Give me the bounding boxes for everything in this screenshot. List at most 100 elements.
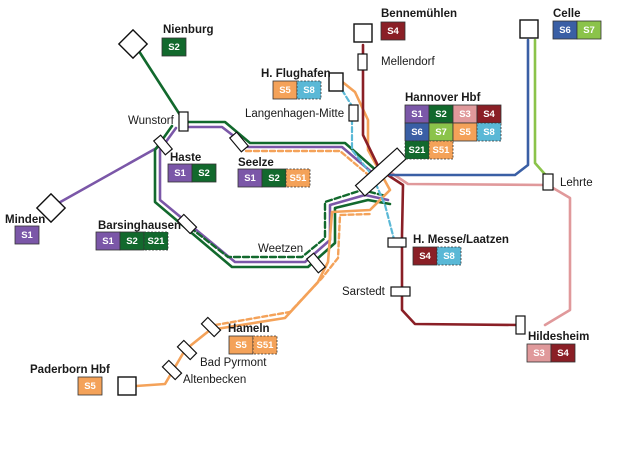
badge-hannover_hbf-s3: S3	[452, 104, 478, 124]
badge-box	[252, 335, 278, 355]
line-s2-nienburg	[133, 43, 184, 120]
badge-label: S8	[483, 127, 495, 138]
badge-label: S1	[21, 230, 33, 241]
badge-hannover_hbf-s2: S2	[428, 104, 454, 124]
line-s6	[388, 38, 530, 177]
badge-label: S51	[433, 145, 451, 156]
badge-barsinghausen-s2: S2	[119, 231, 145, 251]
badge-label: S51	[257, 340, 275, 351]
stop-lehrte	[542, 173, 554, 191]
badge-label: S51	[290, 173, 308, 184]
stop-hildesheim	[515, 315, 526, 335]
badge-label: S4	[419, 251, 431, 262]
badge-label: S8	[303, 85, 315, 96]
badge-flughafen-s5: S5	[272, 80, 298, 100]
terminal-paderborn	[117, 376, 137, 396]
badge-label: S4	[557, 348, 569, 359]
badge-label: S6	[411, 127, 423, 138]
label-flughafen: H. Flughafen	[261, 68, 331, 80]
label-altenbecken: Altenbecken	[183, 374, 246, 386]
badge-hannover_hbf-s21: S21	[404, 140, 430, 160]
badge-barsinghausen-s1: S1	[95, 231, 121, 251]
terminal-markers	[35, 19, 539, 396]
label-sarstedt: Sarstedt	[342, 286, 386, 298]
label-langenhagen: Langenhagen-Mitte	[245, 108, 344, 120]
badge-box	[296, 80, 322, 100]
badge-label: S1	[174, 168, 186, 179]
station-labels: Nienburg Bennemühlen Celle Mellendorf H.…	[5, 8, 593, 386]
badge-label: S4	[387, 26, 399, 37]
badge-celle-s7: S7	[576, 20, 602, 40]
line-s8	[340, 88, 397, 245]
label-bad-pyrmont: Bad Pyrmont	[200, 357, 267, 369]
stop-sarstedt	[390, 286, 411, 297]
label-celle: Celle	[553, 8, 581, 20]
badge-box	[161, 37, 187, 57]
badge-label: S2	[198, 168, 210, 179]
badge-label: S2	[168, 42, 180, 53]
label-minden: Minden	[5, 214, 45, 226]
badge-hildesheim-s3: S3	[526, 343, 552, 363]
label-haste: Haste	[170, 152, 201, 164]
stop-altenbecken	[161, 359, 183, 381]
badge-hannover_hbf-s8: S8	[476, 122, 502, 142]
label-messe: H. Messe/Laatzen	[413, 234, 509, 246]
stop-seelze	[228, 131, 250, 153]
line-s51-wunstorf-hbf	[244, 149, 374, 180]
terminal-bennemuehlen	[353, 23, 373, 43]
badge-hildesheim-s4: S4	[550, 343, 576, 363]
badge-barsinghausen-s21: S21	[143, 231, 169, 251]
badge-celle-s6: S6	[552, 20, 578, 40]
badge-label: S8	[443, 251, 455, 262]
badge-messe-s8: S8	[436, 246, 462, 266]
label-hannover-hbf: Hannover Hbf	[405, 92, 481, 104]
line-s4	[361, 43, 522, 327]
badge-hannover_hbf-s6: S6	[404, 122, 430, 142]
badge-box	[436, 246, 462, 266]
badge-label: S1	[411, 109, 423, 120]
badge-label: S7	[583, 25, 595, 36]
badge-flughafen-s8: S8	[296, 80, 322, 100]
badge-label: S21	[148, 236, 166, 247]
stop-haste	[152, 134, 174, 156]
stop-bad-pyrmont	[176, 339, 198, 361]
badge-hannover_hbf-s4: S4	[476, 104, 502, 124]
label-lehrte: Lehrte	[560, 177, 593, 189]
line-s1-wunstorf-hbf	[183, 125, 377, 177]
badge-label: S5	[459, 127, 471, 138]
label-barsinghausen: Barsinghausen	[98, 220, 181, 232]
badge-messe-s4: S4	[412, 246, 438, 266]
badge-hannover_hbf-s5: S5	[452, 122, 478, 142]
stop-hbf	[354, 147, 408, 197]
badge-hannover_hbf-s1: S1	[404, 104, 430, 124]
stop-mellendorf	[357, 53, 368, 71]
label-seelze: Seelze	[238, 157, 274, 169]
terminal-flughafen	[328, 72, 344, 92]
badge-label: S3	[533, 348, 545, 359]
badge-label: S2	[435, 109, 447, 120]
badge-seelze-s2: S2	[261, 168, 287, 188]
route-lines	[53, 38, 572, 388]
badge-box	[191, 163, 217, 183]
label-paderborn: Paderborn Hbf	[30, 364, 110, 376]
badge-minden-s1: S1	[14, 225, 40, 245]
badge-nienburg-s2: S2	[161, 37, 187, 57]
badge-label: S21	[409, 145, 427, 156]
badge-label: S5	[235, 340, 247, 351]
line-s7	[533, 38, 552, 182]
label-hildesheim: Hildesheim	[528, 331, 589, 343]
badge-box	[428, 140, 454, 160]
label-bennemuehlen: Bennemühlen	[381, 8, 457, 20]
badge-box	[77, 376, 103, 396]
badge-haste-s2: S2	[191, 163, 217, 183]
label-mellendorf: Mellendorf	[381, 56, 435, 68]
stop-hameln	[200, 316, 222, 338]
badge-label: S4	[483, 109, 495, 120]
badge-label: S2	[268, 173, 280, 184]
badge-seelze-s51: S51	[285, 168, 311, 188]
badge-box	[380, 21, 406, 41]
badge-hameln-s51: S51	[252, 335, 278, 355]
badge-label: S5	[279, 85, 291, 96]
